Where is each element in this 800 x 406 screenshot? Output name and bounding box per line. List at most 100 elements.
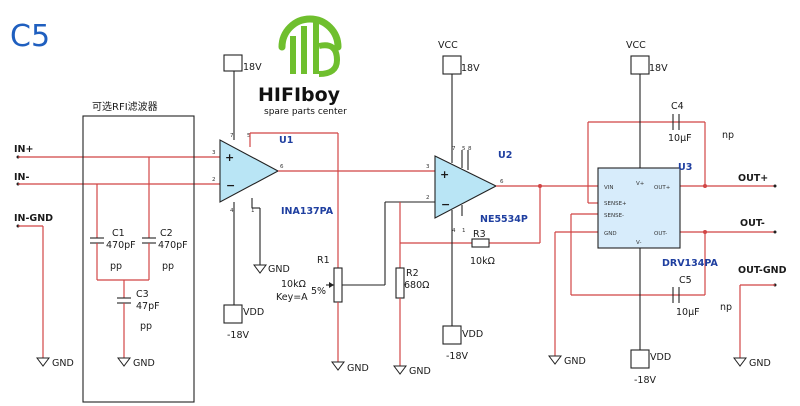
logo-tagline: spare parts center [264, 107, 347, 117]
c2-note: pp [162, 261, 174, 272]
u3-vneg-label: -18V [634, 375, 657, 386]
u1-wiring [233, 71, 339, 305]
r1-potentiometer [333, 267, 343, 303]
gnd-label-out: GND [749, 358, 771, 369]
c5-value: 10µF [676, 307, 700, 318]
u2-vneg-label: -18V [446, 351, 469, 362]
in-neg-label: IN- [14, 172, 29, 183]
rfi-filter-box [82, 115, 195, 403]
gnd-symbol-r1 [331, 361, 345, 371]
u3-pin-vin: VIN [604, 185, 614, 191]
r2-ref: R2 [406, 268, 419, 279]
u2-input-wiring [338, 170, 541, 286]
gnd-label-u1: GND [268, 264, 290, 275]
gnd-symbol-u3 [548, 355, 562, 365]
u3-part: DRV134PA [662, 258, 718, 269]
u2-plus-sign: + [440, 168, 449, 181]
svg-text:6: 6 [280, 164, 284, 170]
filter-capacitor-network [90, 157, 156, 358]
c5-capacitor [672, 287, 680, 303]
logo-brand: HIFIboy [258, 84, 341, 106]
u3-ref: U3 [678, 162, 692, 173]
u3-pin-vm: V- [636, 240, 641, 246]
c4-capacitor [672, 114, 680, 130]
u3-vpos-supply [630, 55, 650, 75]
gnd-symbol-u1 [253, 262, 267, 274]
c5-note: np [720, 302, 732, 313]
c1-value: 470pF [106, 240, 136, 251]
svg-text:6: 6 [500, 179, 504, 185]
c2-ref: C2 [160, 228, 173, 239]
out-neg-label: OUT- [740, 218, 765, 229]
c2-value: 470pF [158, 240, 188, 251]
u2-opamp [434, 155, 498, 219]
c1-note: pp [110, 261, 122, 272]
svg-text:3: 3 [426, 164, 430, 170]
u3-vcc-label: VCC [626, 40, 646, 51]
u3-ic [597, 167, 681, 249]
u1-vdd-label: VDD [243, 307, 264, 318]
gnd-label-r2: GND [409, 366, 431, 377]
r1-wiper [326, 282, 334, 288]
r1-key: Key=A [276, 292, 308, 303]
in-pos-label: IN+ [14, 144, 33, 155]
u1-vpos-label: 18V [243, 62, 262, 73]
svg-text:4: 4 [230, 208, 234, 214]
svg-text:4: 4 [452, 228, 456, 234]
r1-percent: 5% [311, 286, 326, 297]
gnd-symbol-out [733, 357, 747, 367]
c4-note: np [722, 130, 734, 141]
r1-ref: R1 [317, 255, 330, 266]
c4-ref: C4 [671, 101, 684, 112]
u3-pin-out-p: OUT+ [654, 185, 671, 191]
u2-ref: U2 [498, 150, 512, 161]
u3-wiring [554, 74, 775, 358]
r1-value: 10kΩ [281, 279, 306, 290]
c4-value: 10µF [668, 133, 692, 144]
u1-ref: U1 [279, 135, 293, 146]
svg-text:5: 5 [462, 146, 466, 152]
u1-vneg-label: -18V [227, 330, 250, 341]
u3-vneg-supply [630, 349, 650, 369]
c3-ref: C3 [136, 289, 149, 300]
r3-value: 10kΩ [470, 256, 495, 267]
u2-minus-sign: − [441, 198, 450, 211]
u3-pin-vp: V+ [636, 181, 645, 187]
u2-vdd-label: VDD [462, 329, 483, 340]
gnd-label-c3: GND [133, 358, 155, 369]
gnd-symbol-c3 [117, 357, 131, 367]
r3-resistor [471, 238, 490, 248]
svg-text:7: 7 [230, 133, 234, 139]
svg-text:1: 1 [251, 208, 255, 214]
c3-note: pp [140, 321, 152, 332]
gnd-label-r1: GND [347, 363, 369, 374]
rfi-filter-title: 可选RFI滤波器 [92, 100, 158, 113]
hifiboy-logo: HIFIboy spare parts center [258, 15, 347, 117]
u3-vpos-label: 18V [649, 63, 668, 74]
svg-text:7: 7 [452, 146, 456, 152]
gnd-label-in: GND [52, 358, 74, 369]
u2-vpos-supply [442, 55, 462, 75]
u1-vpos-supply [223, 54, 243, 72]
input-wiring [16, 155, 220, 358]
gnd-symbol-in [36, 357, 50, 367]
c5-ref: C5 [679, 275, 692, 286]
c1-ref: C1 [112, 228, 125, 239]
u1-opamp [219, 139, 280, 203]
u3-pin-gnd: GND [604, 231, 617, 237]
u2-vpos-label: 18V [461, 63, 480, 74]
u1-minus-sign: − [226, 179, 235, 192]
u3-vdd-label: VDD [650, 352, 671, 363]
r2-value: 680Ω [404, 280, 429, 291]
u1-vneg-supply [223, 304, 243, 324]
gnd-label-u3: GND [564, 356, 586, 367]
u3-pin-out-n: OUT- [654, 231, 667, 237]
svg-text:5: 5 [247, 133, 251, 139]
svg-text:1: 1 [462, 228, 466, 234]
u3-pin-sense-p: SENSE+ [604, 201, 627, 207]
u3-pin-sense-n: SENSE- [604, 213, 624, 219]
svg-text:8: 8 [468, 146, 472, 152]
r3-ref: R3 [473, 229, 486, 240]
out-pos-label: OUT+ [738, 173, 768, 184]
